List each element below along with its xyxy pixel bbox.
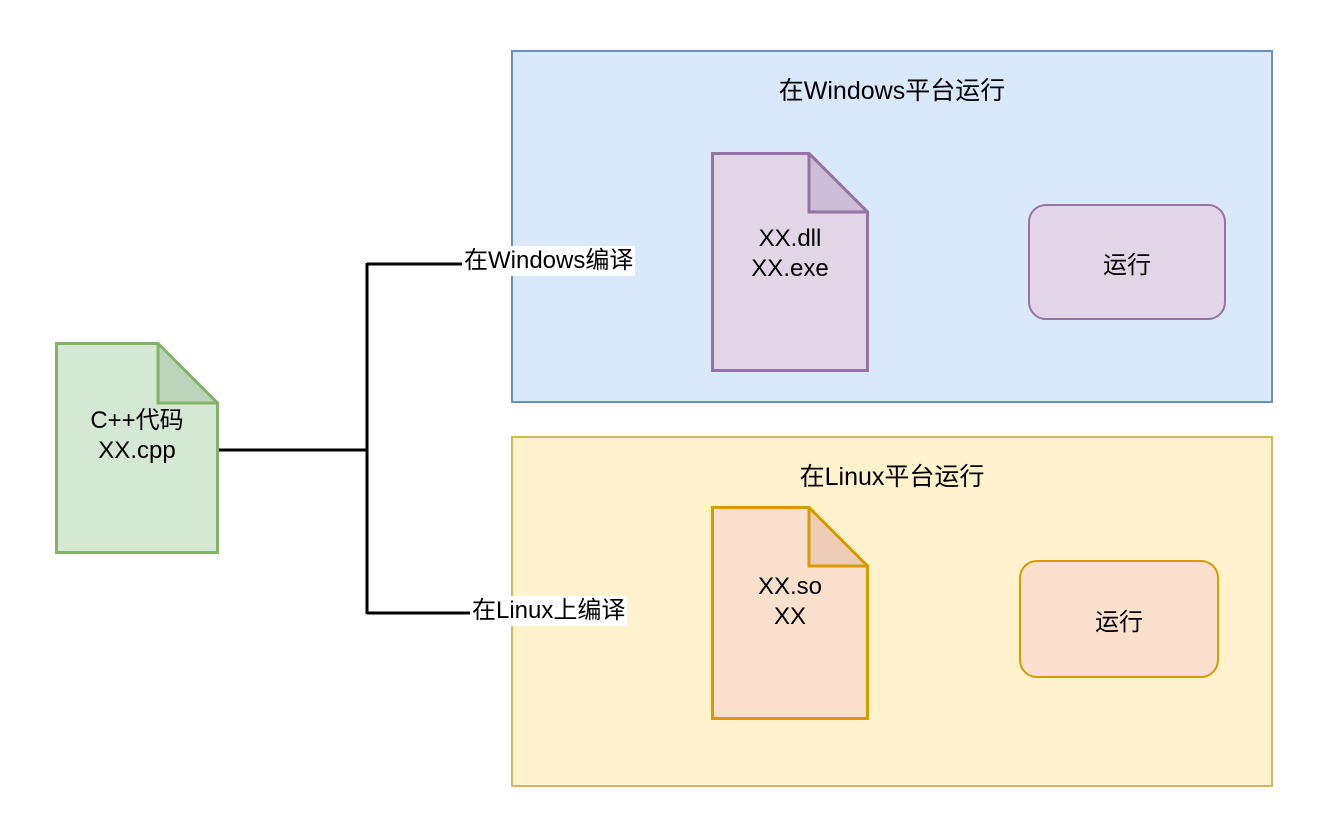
run-box-windows-label: 运行 xyxy=(1103,251,1151,279)
cpp-source-line-1: C++代码 xyxy=(90,407,184,434)
document-shape-icon xyxy=(711,152,869,372)
edge-label-compile-linux: 在Linux上编译 xyxy=(470,596,628,626)
cpp-source-line-2: XX.cpp xyxy=(98,437,176,464)
edge-label-compile-windows: 在Windows编译 xyxy=(462,246,636,276)
document-shape-icon xyxy=(55,342,219,554)
cpp-source-document[interactable]: C++代码 XX.cpp xyxy=(55,342,219,554)
document-shape-icon xyxy=(711,506,869,720)
panel-title-linux: 在Linux平台运行 xyxy=(799,463,985,491)
run-box-linux-label: 运行 xyxy=(1095,608,1143,636)
linux-binary-line-2: XX xyxy=(773,603,806,630)
windows-binary-document[interactable]: XX.dll XX.exe xyxy=(711,152,869,372)
linux-binary-line-1: XX.so xyxy=(757,573,823,600)
windows-binary-line-1: XX.dll xyxy=(758,225,822,252)
linux-binary-document[interactable]: XX.so XX xyxy=(711,506,869,720)
run-box-linux[interactable]: 运行 xyxy=(1019,560,1219,678)
windows-binary-line-2: XX.exe xyxy=(751,255,829,282)
run-box-windows[interactable]: 运行 xyxy=(1028,204,1226,320)
panel-title-windows: 在Windows平台运行 xyxy=(778,77,1006,105)
